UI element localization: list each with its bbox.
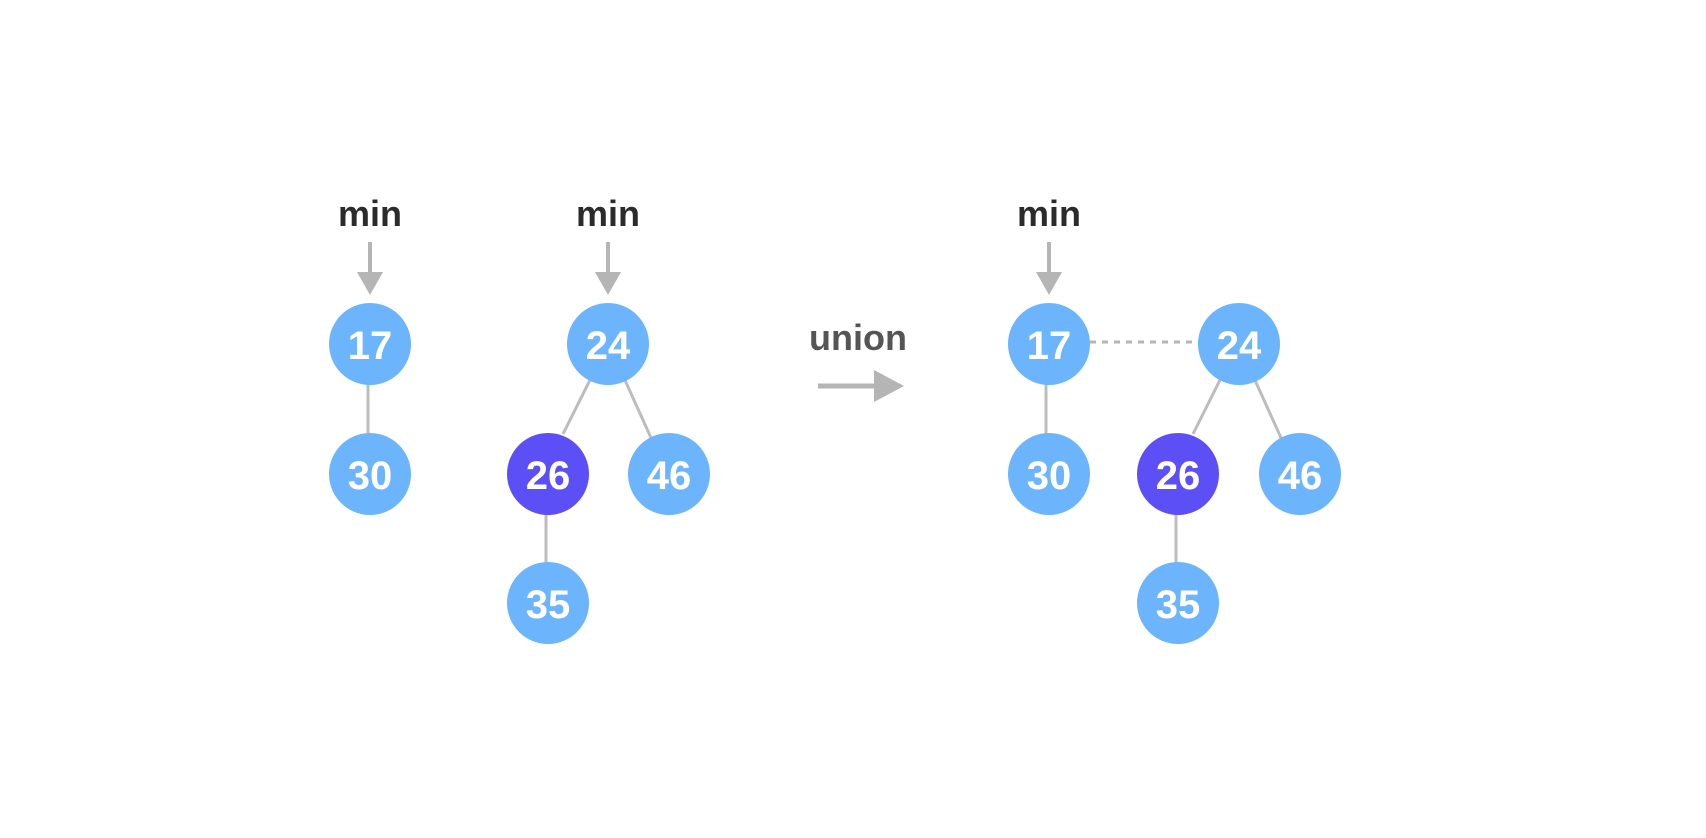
svg-text:24: 24 bbox=[586, 324, 631, 368]
heap-node-marked: 26 bbox=[507, 433, 589, 515]
heap-node: 17 bbox=[329, 303, 411, 385]
heap-node: 30 bbox=[329, 433, 411, 515]
min-pointer-arrow bbox=[595, 242, 621, 295]
svg-text:26: 26 bbox=[526, 454, 571, 498]
tree-edge bbox=[561, 377, 593, 435]
svg-text:46: 46 bbox=[647, 454, 692, 498]
heap-node: 46 bbox=[1259, 433, 1341, 515]
union-arrow bbox=[818, 370, 904, 402]
heap-node: 46 bbox=[628, 433, 710, 515]
svg-text:26: 26 bbox=[1156, 454, 1201, 498]
svg-text:30: 30 bbox=[1027, 454, 1072, 498]
min-label: min bbox=[576, 193, 640, 234]
heap-node: 24 bbox=[1198, 303, 1280, 385]
svg-text:17: 17 bbox=[348, 324, 393, 368]
heap-node-marked: 26 bbox=[1137, 433, 1219, 515]
tree-edge bbox=[622, 377, 654, 441]
heap-node: 35 bbox=[1137, 562, 1219, 644]
min-pointer-arrow bbox=[1036, 242, 1062, 295]
heap-node: 30 bbox=[1008, 433, 1090, 515]
svg-text:17: 17 bbox=[1027, 324, 1072, 368]
svg-text:30: 30 bbox=[348, 454, 393, 498]
svg-text:35: 35 bbox=[1156, 583, 1201, 627]
heap-node: 35 bbox=[507, 562, 589, 644]
min-pointer-arrow bbox=[357, 242, 383, 295]
svg-text:24: 24 bbox=[1217, 324, 1262, 368]
svg-text:35: 35 bbox=[526, 583, 571, 627]
svg-text:46: 46 bbox=[1278, 454, 1323, 498]
heap-node: 17 bbox=[1008, 303, 1090, 385]
tree-edge bbox=[1191, 377, 1223, 435]
union-operation: union bbox=[809, 317, 907, 402]
min-label: min bbox=[338, 193, 402, 234]
heap-left-a: min 17 30 bbox=[329, 193, 411, 515]
union-label: union bbox=[809, 317, 907, 358]
heap-result: min 17 30 24 26 46 bbox=[1008, 193, 1341, 644]
min-label: min bbox=[1017, 193, 1081, 234]
heap-left-b: min 24 26 46 35 bbox=[507, 193, 710, 644]
tree-edge bbox=[1252, 377, 1284, 441]
heap-node: 24 bbox=[567, 303, 649, 385]
